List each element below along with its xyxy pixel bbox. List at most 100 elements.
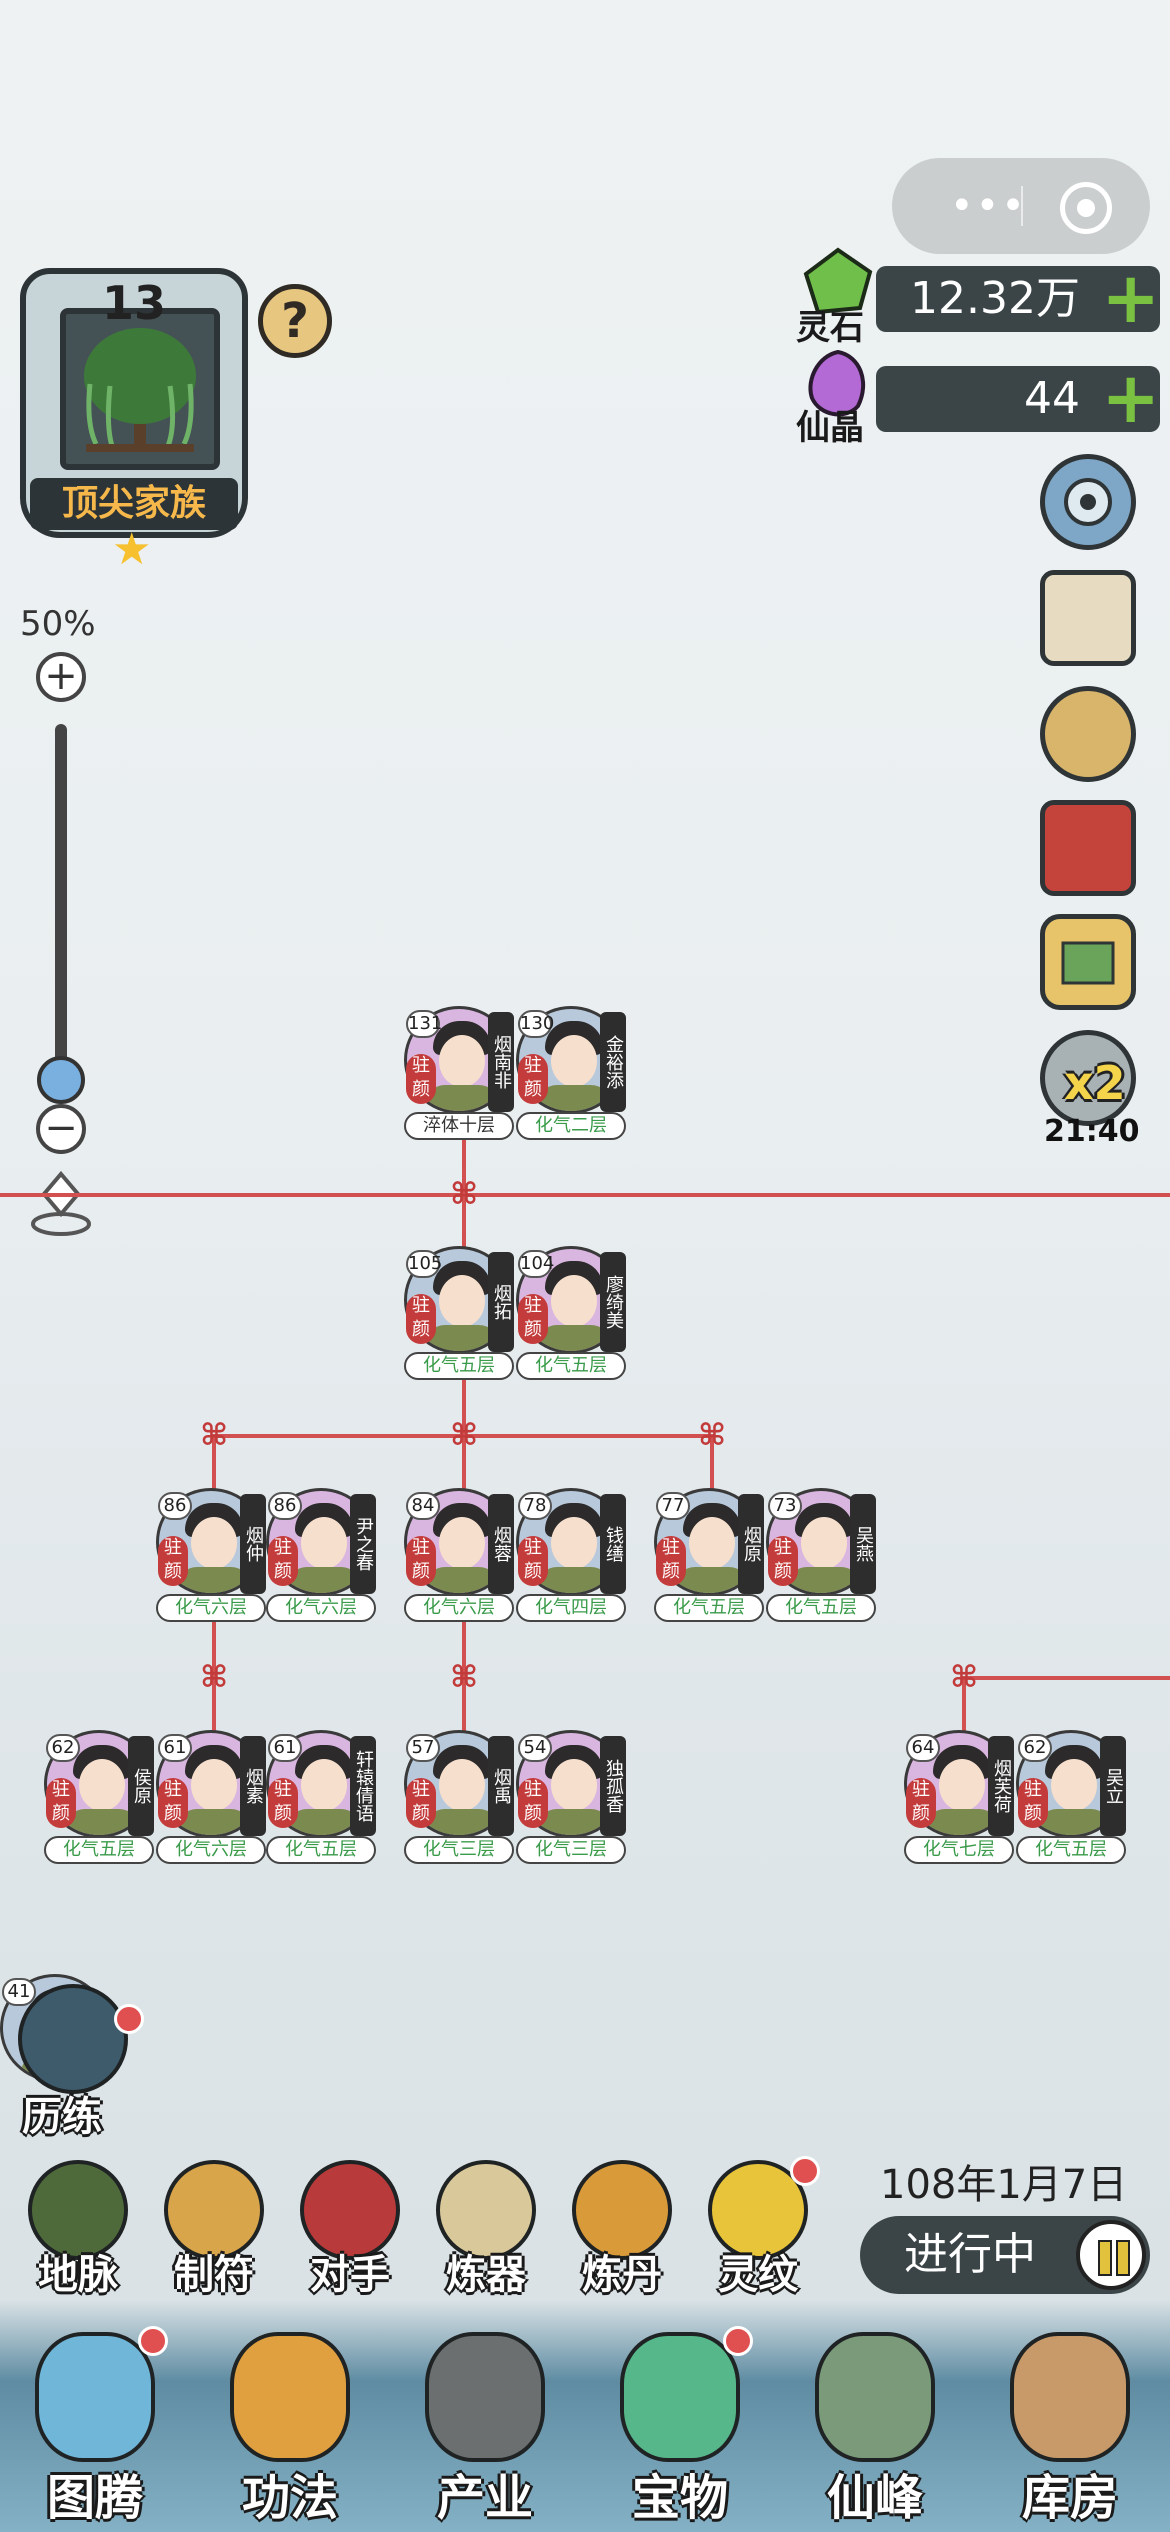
game-status-text: 进行中 — [904, 2229, 1036, 2280]
tree-line-branch-a — [212, 1434, 216, 1494]
member-name: 烟素 — [240, 1736, 266, 1836]
locate-icon[interactable] — [26, 1170, 96, 1240]
skill-label: 制符 — [174, 2252, 254, 2298]
zoom-in-button[interactable]: + — [36, 652, 86, 702]
notification-dot — [790, 2156, 820, 2186]
member-age: 54 — [518, 1734, 552, 1762]
status-badge: 驻颜 — [1018, 1778, 1048, 1828]
tree-line-branch-c — [710, 1434, 714, 1494]
tab-label: 图腾 — [46, 2470, 143, 2526]
member-realm: 化气六层 — [266, 1594, 376, 1622]
willow-tree-icon — [60, 308, 220, 470]
skill-button-2[interactable]: 制符 — [154, 2160, 274, 2298]
skill-label: 炼器 — [446, 2252, 526, 2298]
add-lingshi-button[interactable]: + — [1101, 257, 1160, 339]
skill-button-3[interactable]: 对手 — [290, 2160, 410, 2298]
game-status-bar: 进行中 — [860, 2216, 1150, 2294]
member-name: 尹之春 — [350, 1494, 376, 1594]
member-age: 86 — [158, 1492, 192, 1520]
help-button[interactable]: ? — [258, 284, 332, 358]
zoom-out-button[interactable]: − — [36, 1104, 86, 1154]
speed-clock-icon[interactable] — [1040, 1030, 1136, 1126]
red-book-icon[interactable] — [1040, 800, 1136, 896]
tab-3[interactable]: 产业 — [390, 2312, 580, 2532]
status-badge: 驻颜 — [158, 1778, 188, 1828]
member-realm: 淬体十层 — [404, 1112, 514, 1140]
tree-line-generation-1 — [0, 1193, 1170, 1197]
tab-icon — [620, 2332, 740, 2462]
training-tower-icon[interactable] — [18, 1984, 128, 2094]
status-badge: 驻颜 — [406, 1778, 436, 1828]
spirit-pattern-icon — [708, 2160, 808, 2260]
knot-icon: ⌘ — [200, 1660, 228, 1695]
portrait-face — [551, 1759, 597, 1811]
tab-label: 库房 — [1021, 2470, 1118, 2526]
training-label[interactable]: 历练 — [22, 2094, 102, 2140]
status-badge: 驻颜 — [406, 1054, 436, 1104]
member-age: 41 — [2, 1978, 36, 2006]
member-name: 钱缮 — [600, 1494, 626, 1594]
member-age: 130 — [518, 1010, 554, 1038]
member-realm: 化气五层 — [1016, 1836, 1126, 1864]
zoom-slider-knob[interactable] — [37, 1056, 85, 1104]
tab-5[interactable]: 仙峰 — [780, 2312, 970, 2532]
skill-button-4[interactable]: 炼器 — [426, 2160, 546, 2298]
status-badge: 驻颜 — [518, 1536, 548, 1586]
close-target-icon[interactable] — [1060, 182, 1112, 234]
portrait-face — [79, 1759, 125, 1811]
miniprogram-capsule: ••• — [892, 158, 1150, 254]
training-badge — [114, 2004, 144, 2034]
skill-button-6[interactable]: 灵纹 — [698, 2156, 820, 2298]
skill-button-1[interactable]: 地脉 — [18, 2160, 138, 2298]
skill-button-5[interactable]: 炼丹 — [562, 2160, 682, 2298]
member-realm: 化气五层 — [766, 1594, 876, 1622]
letter-icon[interactable] — [1040, 570, 1136, 666]
knot-icon: ⌘ — [450, 1660, 478, 1695]
scroll-icon[interactable] — [1040, 686, 1136, 782]
more-menu-icon[interactable]: ••• — [950, 183, 1027, 229]
add-xianjing-button[interactable]: + — [1101, 357, 1160, 439]
treasure-envelope-icon[interactable] — [1040, 914, 1136, 1010]
portrait-face — [939, 1759, 985, 1811]
tab-1[interactable]: 图腾 — [0, 2312, 190, 2532]
portrait-body — [925, 1809, 999, 1835]
tab-2[interactable]: 功法 — [195, 2312, 385, 2532]
zoom-slider-track[interactable] — [55, 724, 67, 1084]
skill-label: 灵纹 — [718, 2252, 798, 2298]
family-rank-badge[interactable]: 13 顶尖家族 ★ — [20, 268, 248, 572]
portrait-body — [425, 1567, 499, 1593]
knot-icon: ⌘ — [450, 1177, 478, 1212]
portrait-body — [177, 1809, 251, 1835]
status-badge: 驻颜 — [656, 1536, 686, 1586]
portrait-body — [1037, 1809, 1111, 1835]
lingshi-value: 12.32万 — [910, 273, 1080, 324]
xianjing-bar: 44 + — [876, 362, 1160, 434]
pause-button[interactable] — [1076, 2220, 1146, 2290]
tab-6[interactable]: 库房 — [975, 2312, 1165, 2532]
settings-gear-icon[interactable] — [1040, 454, 1136, 550]
portrait-face — [551, 1275, 597, 1327]
knot-icon: ⌘ — [200, 1418, 228, 1453]
status-badge: 驻颜 — [768, 1536, 798, 1586]
status-badge: 驻颜 — [406, 1536, 436, 1586]
status-badge: 驻颜 — [268, 1536, 298, 1586]
member-age: 73 — [768, 1492, 802, 1520]
tab-4[interactable]: 宝物 — [585, 2312, 775, 2532]
